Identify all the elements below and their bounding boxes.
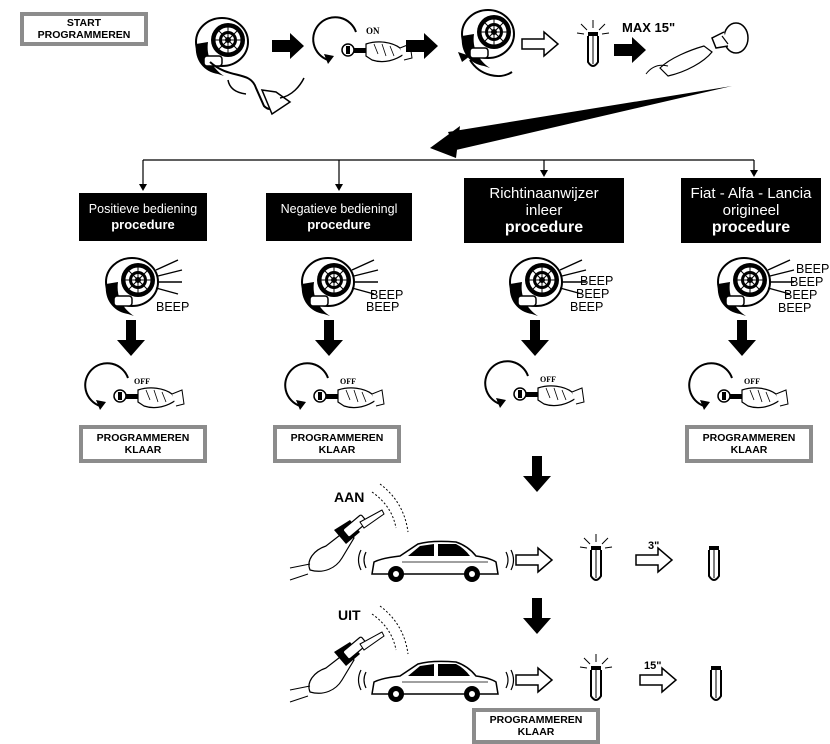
beep-label: BEEP (796, 262, 830, 276)
off-label: OFF (540, 375, 556, 384)
beep-label: BEEP (784, 288, 818, 302)
car-icon (357, 540, 515, 583)
branch-connector (142, 159, 755, 186)
procedure-box-negative: Negatieve bedieningl procedure (266, 193, 412, 241)
beep-label: BEEP (370, 288, 404, 302)
arrow-icon (430, 86, 732, 158)
procedure-title: Positieve bediening (88, 202, 198, 216)
done-line1: PROGRAMMEREN (290, 432, 384, 444)
procedure-label: procedure (307, 217, 371, 232)
on-label: ON (366, 26, 380, 36)
done-line2: KLAAR (124, 444, 162, 456)
car-icon (357, 660, 515, 703)
arrow-icon (515, 667, 553, 693)
remote-fob-icon (289, 483, 409, 581)
indicator-lamp-icon (708, 545, 720, 581)
indicator-lamp-icon (579, 533, 613, 581)
procedure-box-positive: Positieve bediening procedure (79, 193, 207, 241)
arrow-icon (521, 320, 549, 356)
done-line1: PROGRAMMEREN (96, 432, 190, 444)
procedure-label: procedure (111, 217, 175, 232)
ignition-key-icon (688, 362, 789, 411)
beep-label: BEEP (366, 300, 400, 314)
ignition-key-icon (484, 360, 585, 409)
siren-icon (194, 17, 305, 116)
aan-label: AAN (334, 489, 365, 505)
done-line1: PROGRAMMEREN (489, 714, 583, 726)
delay-label: 15" (644, 660, 662, 672)
arrow-icon (515, 547, 553, 573)
indicator-lamp-icon (579, 653, 613, 701)
beep-label: BEEP (778, 301, 812, 315)
done-line1: PROGRAMMEREN (702, 432, 796, 444)
arrow-icon (272, 33, 304, 59)
indicator-lamp-icon (710, 665, 722, 701)
procedure-title: Negatieve bedieningl (280, 202, 398, 216)
done-line2: KLAAR (318, 444, 356, 456)
off-label: OFF (134, 377, 150, 386)
arrow-icon (523, 598, 551, 634)
arrow-icon (728, 320, 756, 356)
remote-fob-icon (289, 605, 409, 703)
beep-label: BEEP (580, 274, 614, 288)
delay-label: 3" (648, 540, 660, 552)
done-line2: KLAAR (517, 726, 555, 738)
siren-icon (458, 9, 515, 77)
procedure-box-indicator: Richtinaanwijzer inleer procedure (464, 178, 624, 243)
arrow-icon (117, 320, 145, 356)
start-line1: START (66, 17, 102, 29)
arrow-icon (523, 456, 551, 492)
beep-label: BEEP (156, 300, 190, 314)
procedure-title: inleer (525, 201, 563, 219)
procedure-title: Fiat - Alfa - Lancia (690, 184, 812, 202)
procedure-title: origineel (722, 201, 780, 219)
start-box: START PROGRAMMEREN (20, 12, 148, 46)
off-label: OFF (340, 377, 356, 386)
procedure-title: Richtinaanwijzer (489, 184, 599, 202)
ignition-key-icon (312, 16, 413, 65)
ignition-key-icon (284, 362, 385, 411)
max-time-label: MAX 15" (622, 20, 676, 35)
uit-label: UIT (338, 607, 361, 623)
arrow-icon (315, 320, 343, 356)
procedure-label: procedure (504, 218, 584, 236)
plug-icon (645, 22, 749, 77)
off-label: OFF (744, 377, 760, 386)
start-line2: PROGRAMMEREN (37, 29, 131, 41)
beep-label: BEEP (790, 275, 824, 289)
indicator-lamp-icon (576, 19, 610, 67)
procedure-label: procedure (711, 218, 791, 236)
beep-label: BEEP (570, 300, 604, 314)
done-line2: KLAAR (730, 444, 768, 456)
procedure-box-fiat: Fiat - Alfa - Lancia origineel procedure (681, 178, 821, 243)
arrow-icon (614, 37, 646, 63)
beep-label: BEEP (576, 287, 610, 301)
arrow-icon (521, 31, 559, 57)
ignition-key-icon (84, 362, 185, 411)
